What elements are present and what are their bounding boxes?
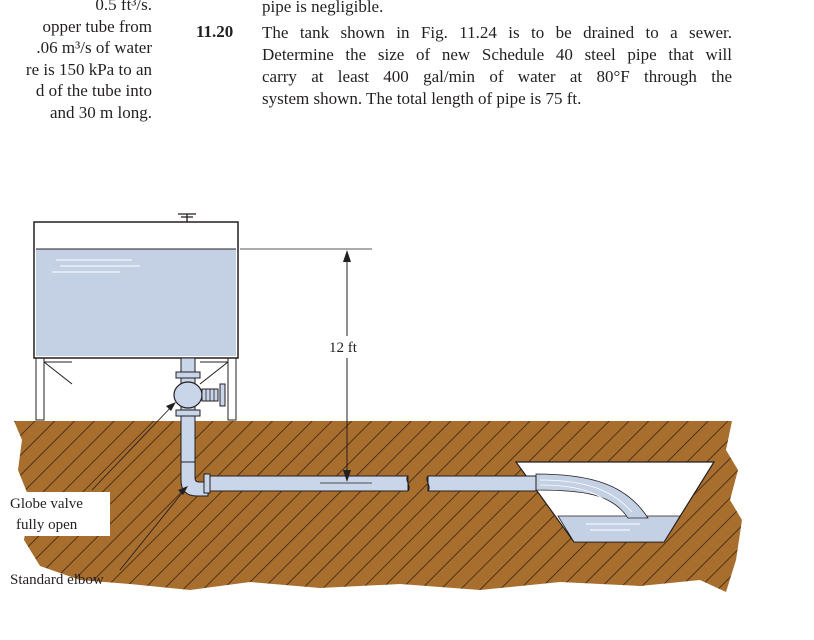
- water-jet: [535, 473, 649, 519]
- globe-valve-label-line2: fully open: [16, 517, 78, 533]
- left-line: opper tube from: [42, 16, 152, 36]
- left-line: .06 m³/s of water: [36, 38, 152, 57]
- previous-problem-tail: pipe is negligible.: [262, 0, 384, 16]
- horizontal-pipe-2: [427, 475, 537, 492]
- left-line: and 30 m long.: [50, 102, 152, 122]
- problem-number: 11.20: [196, 22, 234, 41]
- valve-leader: [91, 403, 175, 491]
- problem-statement: The tank shown in Fig. 11.24 is to be dr…: [262, 22, 732, 110]
- horizontal-pipe-1: [207, 475, 409, 492]
- globe-valve-label: Globe valve: [10, 496, 83, 512]
- left-column-text: 0.5 ft³/s. opper tube from .06 m³/s of w…: [0, 0, 152, 123]
- tank-water: [36, 249, 236, 356]
- arrowhead-bottom: [343, 470, 351, 482]
- sewer-water: [557, 515, 681, 543]
- standard-elbow-label: Standard elbow: [10, 572, 104, 588]
- left-line: re is 150 kPa to an: [25, 59, 152, 79]
- left-line: 0.5 ft³/s.: [95, 0, 152, 14]
- left-line: d of the tube into: [35, 81, 152, 100]
- globe-valve: [173, 381, 226, 409]
- problem-line: carry at least 400 gal/min of water at 8…: [262, 67, 732, 86]
- arrowhead-top: [343, 250, 351, 262]
- tank-vent: [178, 213, 196, 222]
- problem-line: The tank shown in Fig. 11.24 is to be dr…: [262, 23, 732, 42]
- height-label: 12 ft: [329, 340, 358, 356]
- elbow-leader: [119, 487, 187, 571]
- problem-line: Determine the size of new Schedule 40 st…: [262, 45, 732, 64]
- problem-line: system shown. The total length of pipe i…: [262, 89, 582, 108]
